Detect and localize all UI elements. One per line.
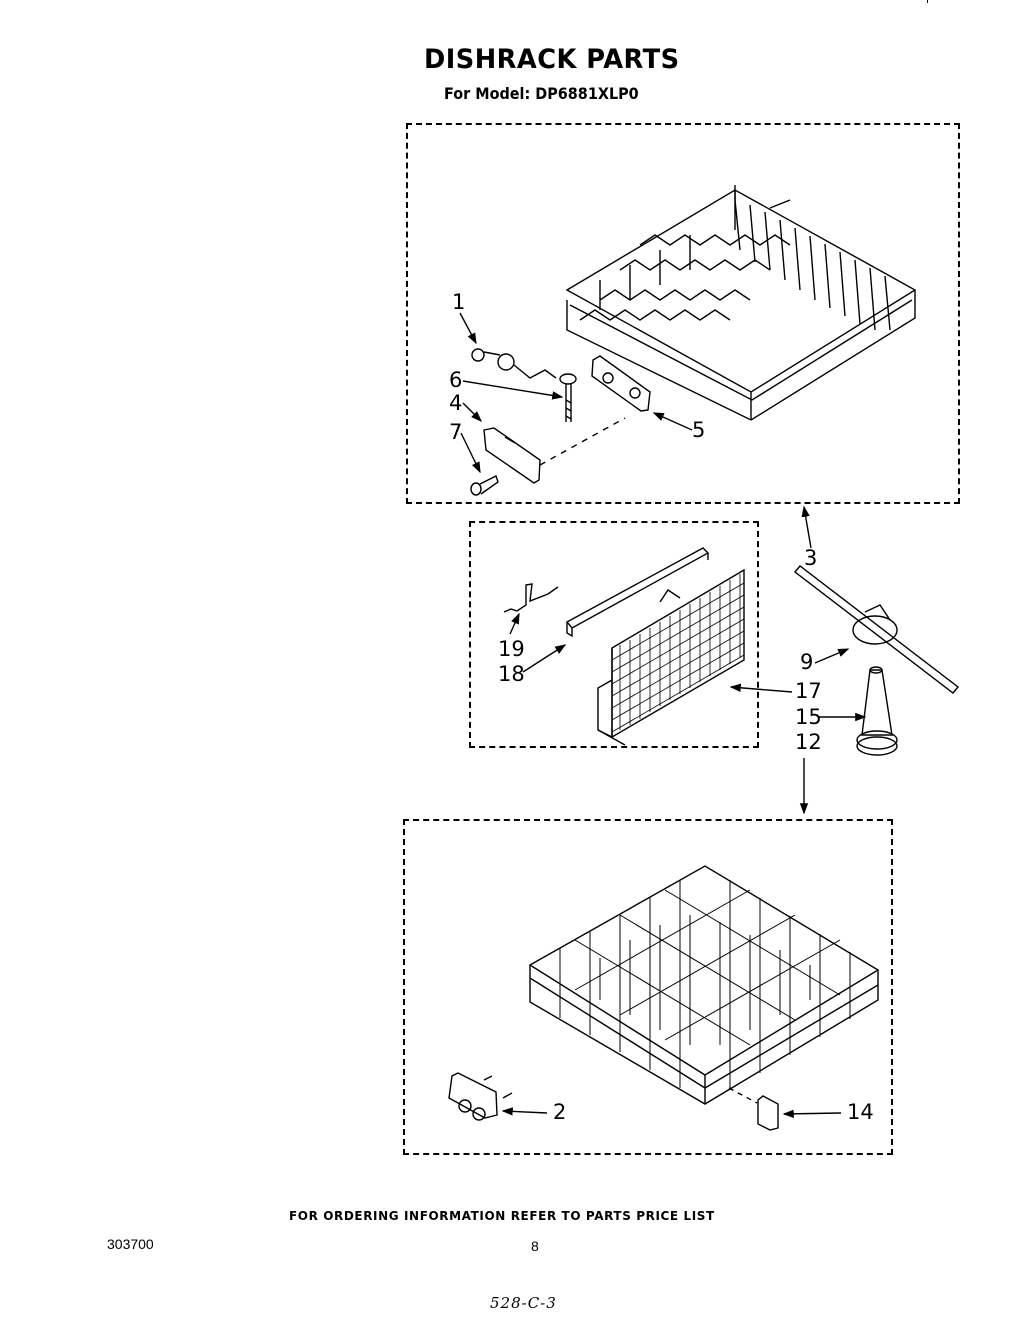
part-4-cover-icon <box>483 417 626 484</box>
part-19-clip-icon <box>503 583 559 613</box>
part-6-stud-icon <box>559 373 577 422</box>
model-label: For Model: DP6881XLP0 <box>444 84 639 103</box>
part-15-tower-icon <box>856 666 898 756</box>
upper-rack-group-box <box>406 123 960 504</box>
callout-1: 1 <box>452 290 466 314</box>
callout-3: 3 <box>804 546 818 570</box>
callout-14: 14 <box>847 1100 874 1124</box>
leader-lines <box>459 312 867 1119</box>
corner-mark <box>927 0 928 3</box>
part-1-adjuster-icon <box>471 348 557 379</box>
part-14-clip-icon <box>728 1087 779 1131</box>
part-7-screw-icon <box>470 475 499 496</box>
part-5-bracket-icon <box>591 355 651 412</box>
callout-12: 12 <box>795 730 822 754</box>
callout-19: 19 <box>498 637 525 661</box>
callout-5: 5 <box>692 418 706 442</box>
lower-rack-group-box <box>403 819 893 1155</box>
callout-9: 9 <box>800 650 814 674</box>
callout-4: 4 <box>449 391 463 415</box>
cutlery-basket-group-box <box>469 521 759 748</box>
upper-rack-icon <box>565 185 917 421</box>
part-9-spray-arm-icon <box>793 565 960 694</box>
callout-15: 15 <box>795 705 822 729</box>
part-17-basket-icon <box>597 568 745 746</box>
page-title: DISHRACK PARTS <box>424 44 680 75</box>
callout-6: 6 <box>449 368 463 392</box>
callout-17: 17 <box>795 679 822 703</box>
lower-rack-icon <box>528 865 880 1105</box>
part-18-strip-icon <box>565 547 710 638</box>
ordering-note: FOR ORDERING INFORMATION REFER TO PARTS … <box>289 1209 715 1223</box>
callout-2: 2 <box>553 1100 567 1124</box>
document-number: 303700 <box>107 1236 154 1252</box>
callout-18: 18 <box>498 662 525 686</box>
callout-7: 7 <box>449 420 463 444</box>
page-number: 8 <box>531 1238 539 1254</box>
handwritten-code: 528-C-3 <box>490 1294 557 1312</box>
part-2-wheel-icon <box>448 1072 513 1121</box>
